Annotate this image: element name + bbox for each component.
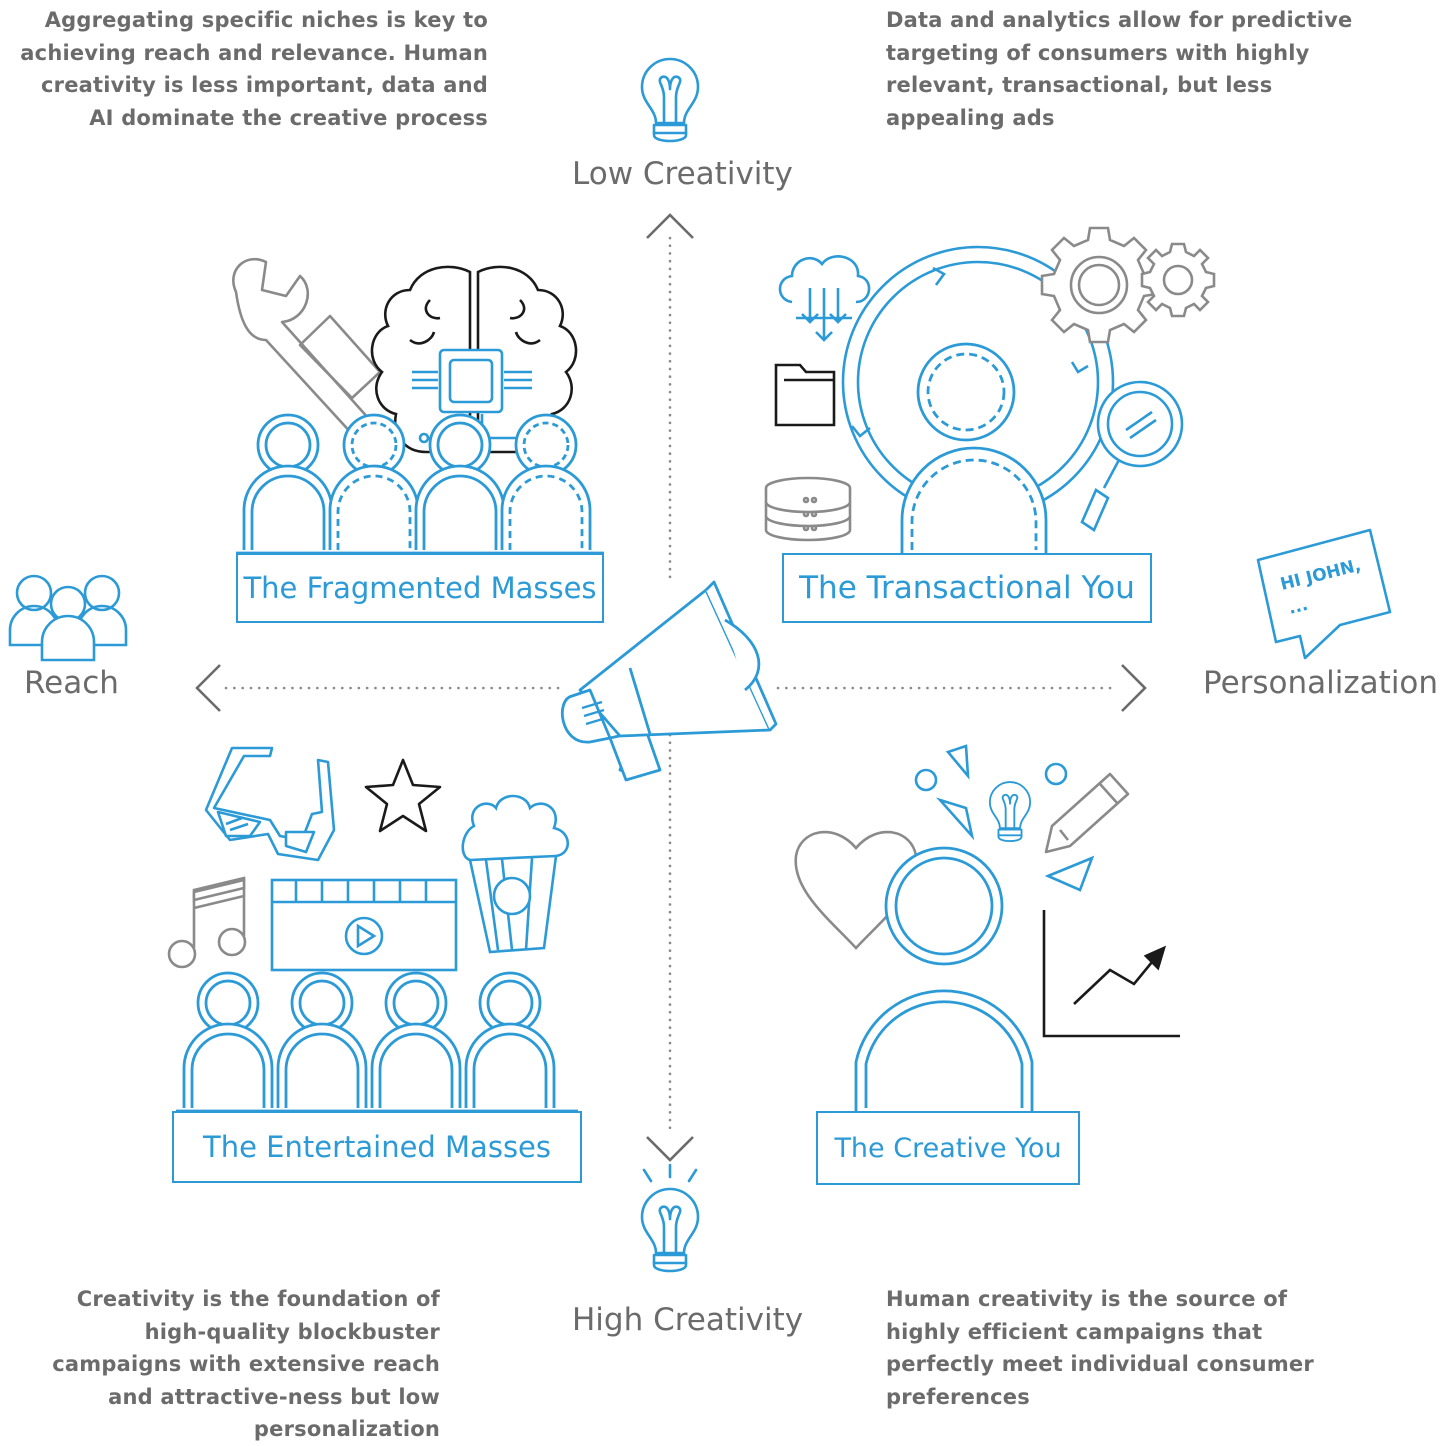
play-button-icon bbox=[344, 916, 384, 956]
right-arrow-icon bbox=[1121, 664, 1147, 712]
lightbulb-top-icon bbox=[640, 57, 700, 143]
speech-bubble-dots: ... bbox=[1286, 595, 1310, 619]
creative-shapes-icons bbox=[914, 744, 1095, 892]
magnifier-icon bbox=[1080, 380, 1184, 532]
quadrant-label-creative-you: The Creative You bbox=[816, 1111, 1080, 1185]
reach-group-icon bbox=[8, 574, 128, 662]
axis-label-reach: Reach bbox=[24, 665, 119, 701]
gears-icon bbox=[1040, 226, 1216, 344]
quadrant-label-fragmented-masses: The Fragmented Masses bbox=[236, 553, 604, 623]
music-note-icon bbox=[167, 876, 247, 969]
diagram-artwork: HI JOHN, ... bbox=[8, 57, 1392, 1273]
3d-glasses-icon bbox=[204, 746, 336, 862]
speech-bubble-icon: HI JOHN, ... bbox=[1256, 528, 1392, 660]
person-creative bbox=[854, 846, 1034, 1111]
people-row-entertained bbox=[176, 971, 578, 1113]
axis-label-personalization: Personalization bbox=[1203, 665, 1439, 701]
megaphone-icon bbox=[560, 580, 778, 782]
lightbulb-creative-icon bbox=[988, 781, 1032, 843]
wrench-icon bbox=[232, 257, 382, 438]
axis-label-high-creativity: High Creativity bbox=[572, 1302, 804, 1338]
description-top-right: Data and analytics allow for predictive … bbox=[886, 8, 1353, 130]
popcorn-icon bbox=[461, 794, 570, 954]
description-top-left: Aggregating specific niches is key to ac… bbox=[20, 8, 488, 130]
up-arrow-icon bbox=[646, 213, 694, 239]
growth-chart-icon bbox=[1042, 910, 1180, 1038]
quadrant-label-entertained-masses: The Entertained Masses bbox=[172, 1111, 582, 1183]
quadrant-label-transactional-you: The Transactional You bbox=[782, 553, 1152, 623]
cloud-download-icon bbox=[778, 255, 871, 342]
person-transactional bbox=[900, 342, 1048, 553]
star-icon bbox=[364, 758, 442, 833]
description-bottom-right: Human creativity is the source of highly… bbox=[886, 1287, 1314, 1409]
lightbulb-bottom-icon bbox=[640, 1163, 700, 1273]
folder-icon bbox=[774, 363, 836, 427]
down-arrow-icon bbox=[646, 1136, 694, 1162]
axis-label-low-creativity: Low Creativity bbox=[572, 156, 793, 192]
pencil-icon bbox=[1044, 772, 1130, 854]
left-arrow-icon bbox=[195, 664, 221, 712]
database-icon bbox=[764, 476, 852, 542]
